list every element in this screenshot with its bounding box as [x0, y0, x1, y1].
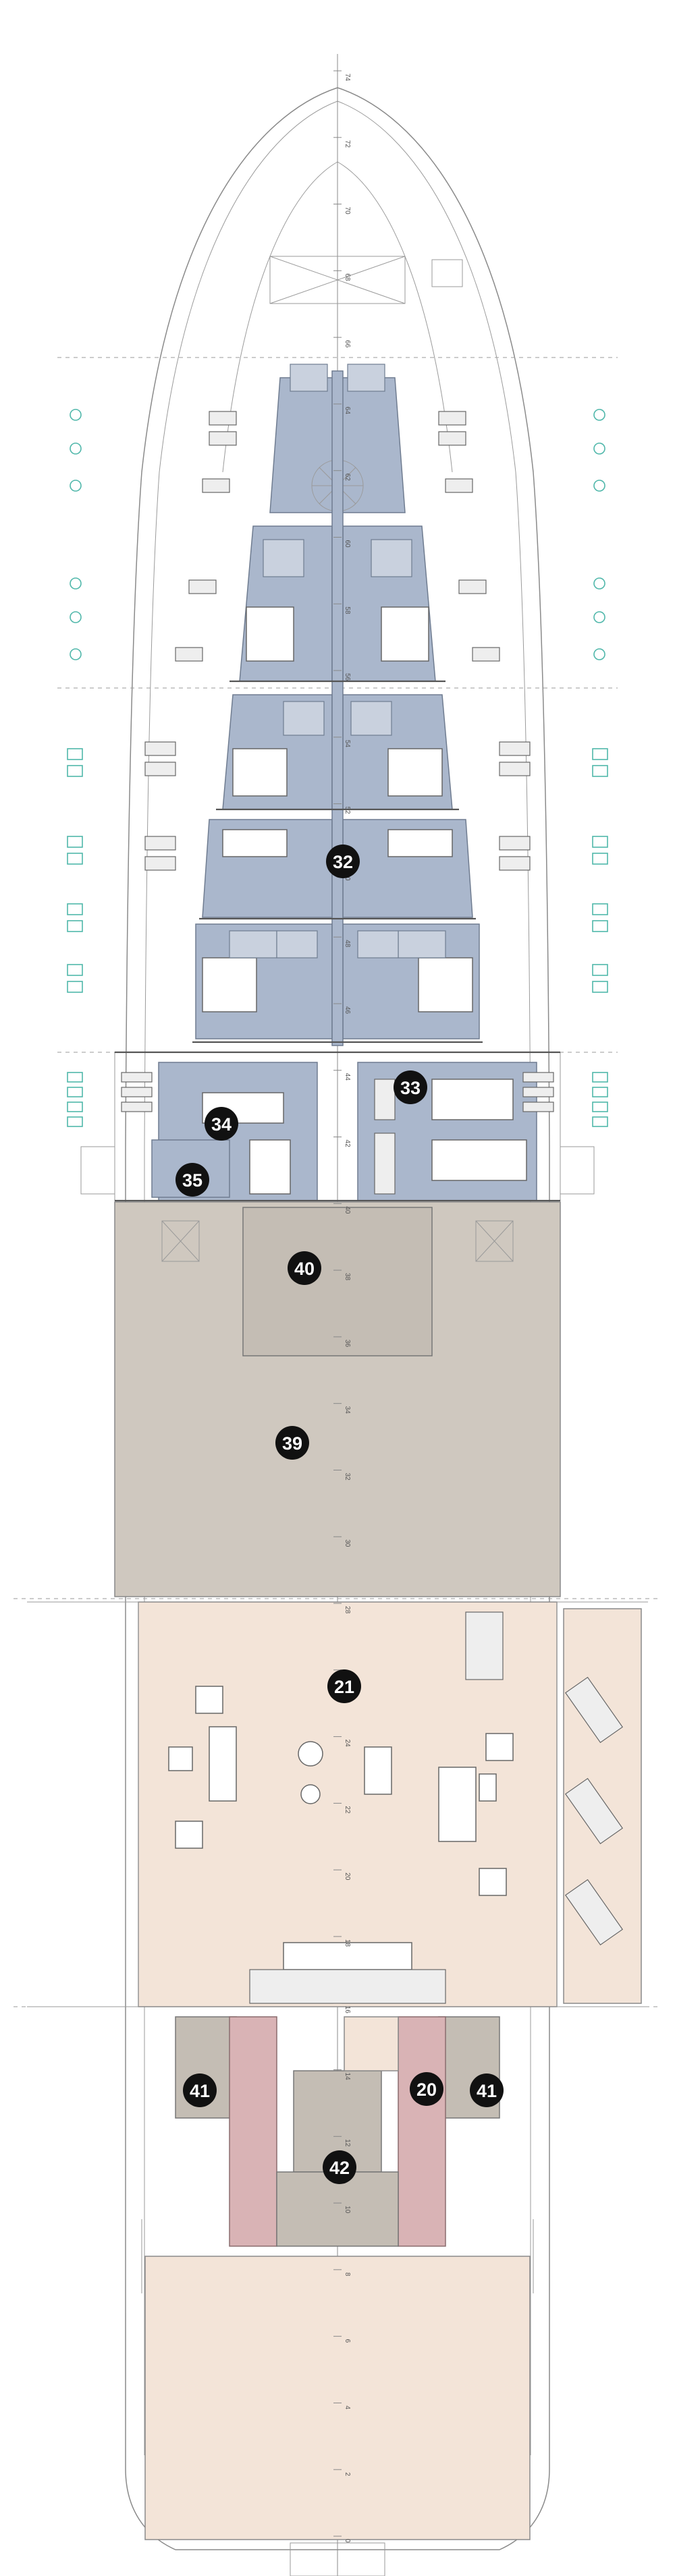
- frame-number: 30: [344, 1539, 351, 1547]
- marker-41-starboard: 41: [470, 2073, 504, 2107]
- frame-number: 54: [344, 740, 351, 748]
- marker-34: 34: [205, 1107, 238, 1141]
- guest-cabins-32: [144, 364, 531, 1046]
- marker-21-label: 21: [334, 1677, 354, 1697]
- frame-number: 38: [344, 1273, 351, 1281]
- frame-number: 48: [344, 940, 351, 948]
- frame-number: 2: [344, 2472, 351, 2476]
- frame-number: 12: [344, 2139, 351, 2147]
- frame-number: 8: [344, 2272, 351, 2277]
- frame-number: 68: [344, 273, 351, 281]
- frame-number: 56: [344, 673, 351, 681]
- frame-number: 62: [344, 474, 351, 482]
- frame-number: 52: [344, 807, 351, 815]
- frame-number: 10: [344, 2206, 351, 2214]
- frame-number: 28: [344, 1606, 351, 1614]
- frame-number: 44: [344, 1073, 351, 1081]
- marker-39: 39: [275, 1426, 309, 1460]
- frame-number: 14: [344, 2073, 351, 2081]
- frame-number: 42: [344, 1140, 351, 1148]
- frame-number: 60: [344, 540, 351, 548]
- frame-number: 74: [344, 74, 351, 82]
- marker-40: 40: [288, 1251, 321, 1285]
- marker-39-label: 39: [282, 1433, 302, 1454]
- marker-21: 21: [327, 1669, 361, 1703]
- marker-41-starboard-label: 41: [477, 2081, 497, 2101]
- marker-33-label: 33: [400, 1078, 421, 1098]
- frame-number: 58: [344, 606, 351, 614]
- frame-number: 64: [344, 407, 351, 415]
- marker-41-port: 41: [183, 2073, 217, 2107]
- marker-34-label: 34: [211, 1114, 232, 1135]
- frame-number: 36: [344, 1340, 351, 1348]
- frame-number: 66: [344, 340, 351, 348]
- marker-40-label: 40: [294, 1259, 315, 1279]
- marker-20: 20: [410, 2072, 443, 2106]
- grey-deck-area: [114, 1201, 561, 1597]
- frame-number: 32: [344, 1472, 351, 1481]
- frame-number: 0: [344, 2539, 351, 2543]
- frame-number: 16: [344, 2006, 351, 2014]
- marker-32: 32: [326, 845, 360, 878]
- teak-deck-area: [27, 1601, 648, 2007]
- forepeak-hatch: [269, 256, 463, 304]
- frame-number: 24: [344, 1740, 351, 1748]
- marker-41-port-label: 41: [190, 2081, 210, 2101]
- marker-35-label: 35: [182, 1170, 202, 1191]
- frame-number: 46: [344, 1006, 351, 1014]
- frame-number: 70: [344, 207, 351, 215]
- frame-number: 72: [344, 140, 351, 148]
- windows-port: [67, 748, 83, 1127]
- marker-35: 35: [176, 1163, 209, 1197]
- marker-42: 42: [323, 2150, 356, 2184]
- aft-deck-area: [141, 2016, 534, 2576]
- marker-33: 33: [394, 1070, 427, 1104]
- frame-number: 22: [344, 1806, 351, 1814]
- marker-20-label: 20: [416, 2080, 437, 2100]
- frame-number: 34: [344, 1406, 351, 1414]
- marker-32-label: 32: [333, 852, 353, 872]
- portholes-starboard: [593, 409, 605, 660]
- frame-number: 18: [344, 1939, 351, 1947]
- frame-number: 4: [344, 2405, 351, 2409]
- frame-number: 40: [344, 1206, 351, 1214]
- frame-number: 6: [344, 2339, 351, 2343]
- windows-starboard: [592, 748, 608, 1127]
- marker-42-label: 42: [329, 2158, 350, 2178]
- portholes-port: [70, 409, 82, 660]
- frame-number: 20: [344, 1872, 351, 1881]
